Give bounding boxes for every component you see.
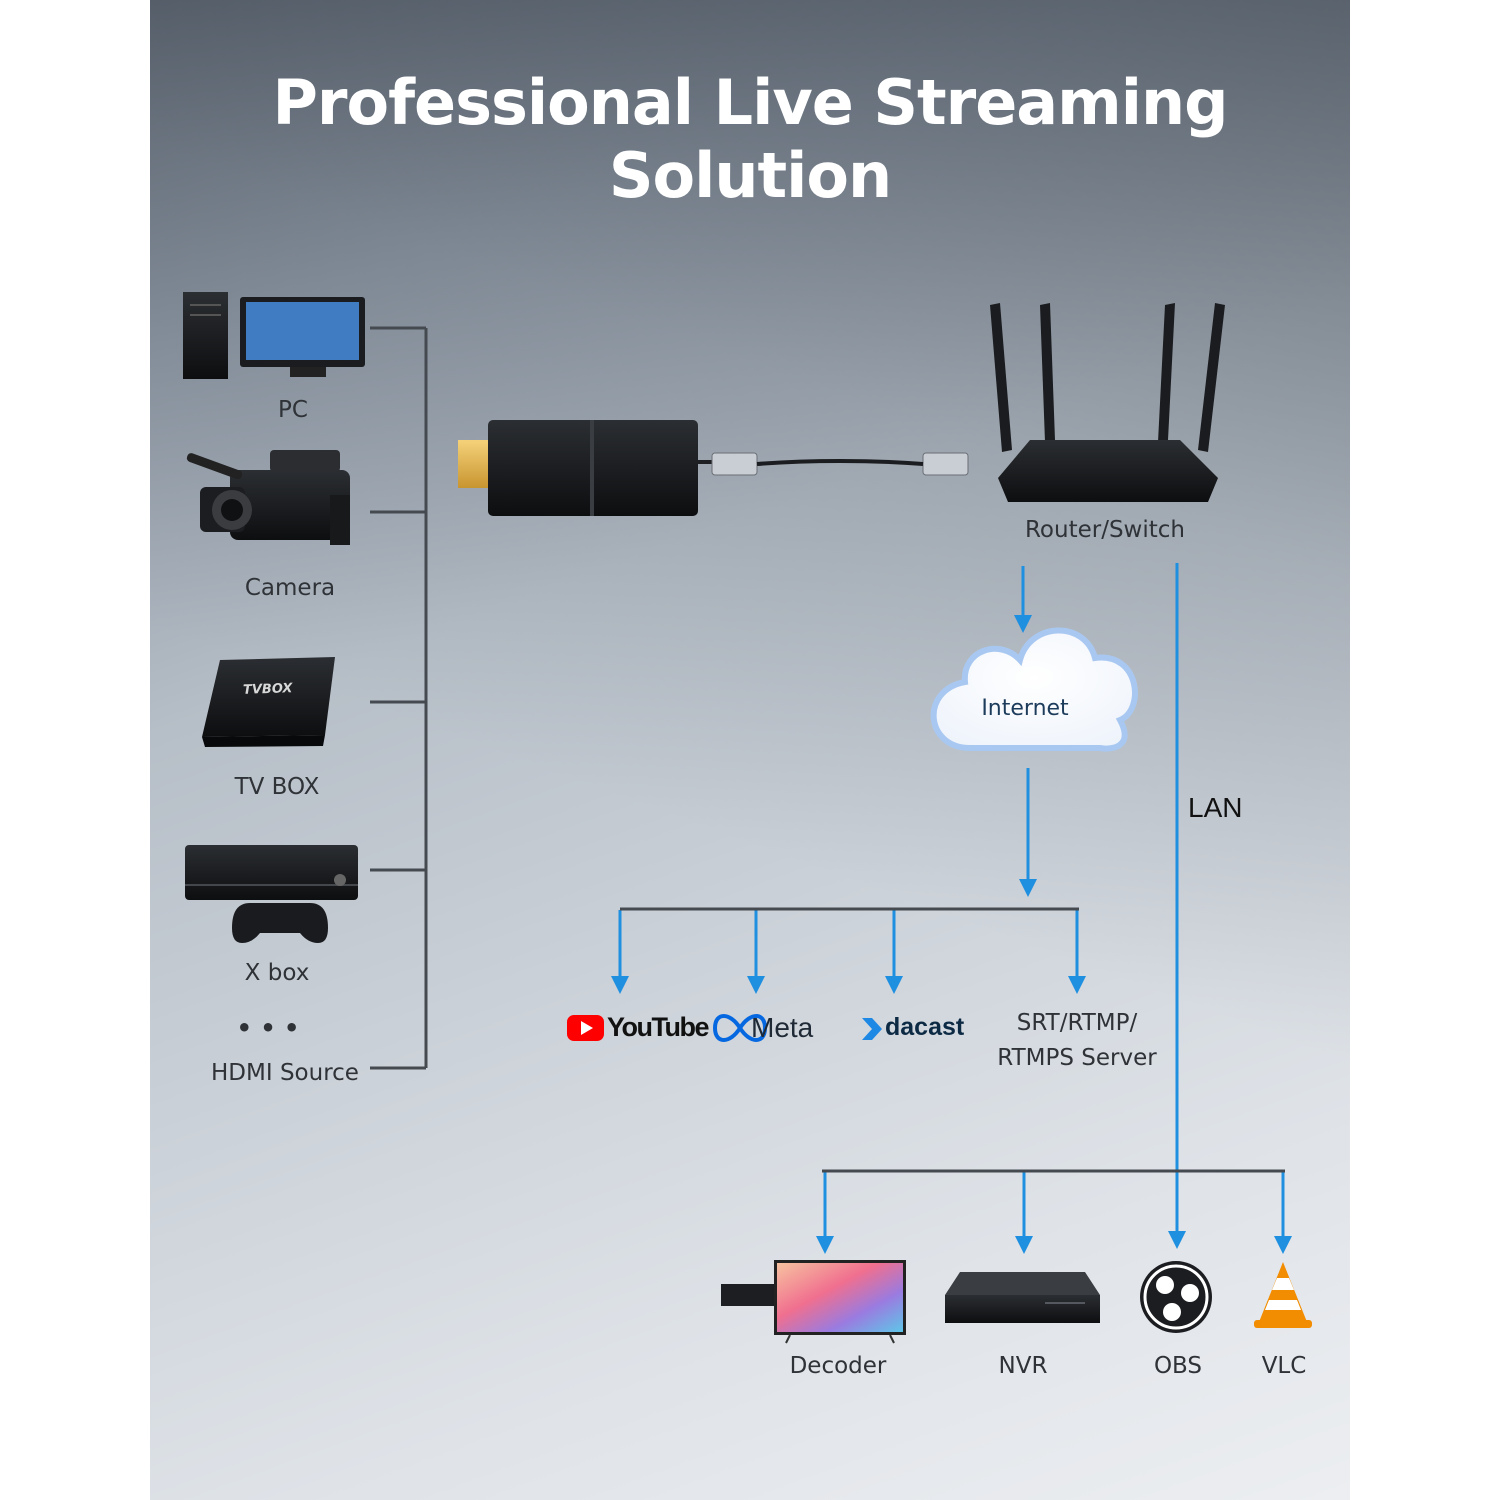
dacast-icon [862,1018,882,1040]
lan-label-decoder: Decoder [789,1353,887,1379]
source-label-pc: PC [278,397,308,423]
pc-icon [183,292,365,379]
source-label-hdmi: HDMI Source [211,1060,359,1086]
server-label-line2: RTMPS Server [997,1045,1157,1071]
lan-label-nvr: NVR [998,1353,1048,1379]
obs-icon [1140,1261,1212,1333]
page-title: Professional Live Streaming Solution [272,66,1228,212]
diagram-canvas: Professional Live Streaming Solution [150,0,1350,1500]
source-label-tvbox: TV BOX [234,774,320,800]
decoder-icon [721,1260,906,1344]
source-label-xbox: X box [244,960,310,986]
lan-label: LAN [1188,792,1243,823]
internet-label: Internet [981,696,1069,721]
nvr-icon [945,1272,1100,1323]
source-bracket [370,326,428,1070]
internet-cloud [930,627,1138,752]
dacast-wordmark: dacast [885,1013,965,1041]
youtube-icon [567,1015,604,1041]
lan-label-vlc: VLC [1261,1353,1307,1379]
server-label-line1: SRT/RTMP/ [1016,1010,1138,1036]
xbox-icon [185,845,358,943]
source-more-dots: • • • [236,1014,300,1042]
source-label-camera: Camera [244,575,336,601]
tvbox-print: TVBOX [242,681,293,698]
flow-arrows [611,563,1292,1254]
ethernet-cable [711,452,969,476]
youtube-wordmark: YouTube [607,1012,709,1042]
diagram-graphics [183,292,1312,1344]
lan-label-obs: OBS [1153,1353,1203,1379]
distribution-lines [620,907,1285,1173]
meta-icon [712,1014,768,1042]
hdmi-encoder-icon [458,420,725,516]
camera-icon [186,450,350,545]
router-icon [990,303,1225,502]
meta-wordmark: Meta [751,1012,814,1043]
router-label: Router/Switch [1024,517,1185,543]
tvbox-icon [202,657,335,747]
vlc-icon [1254,1262,1312,1328]
